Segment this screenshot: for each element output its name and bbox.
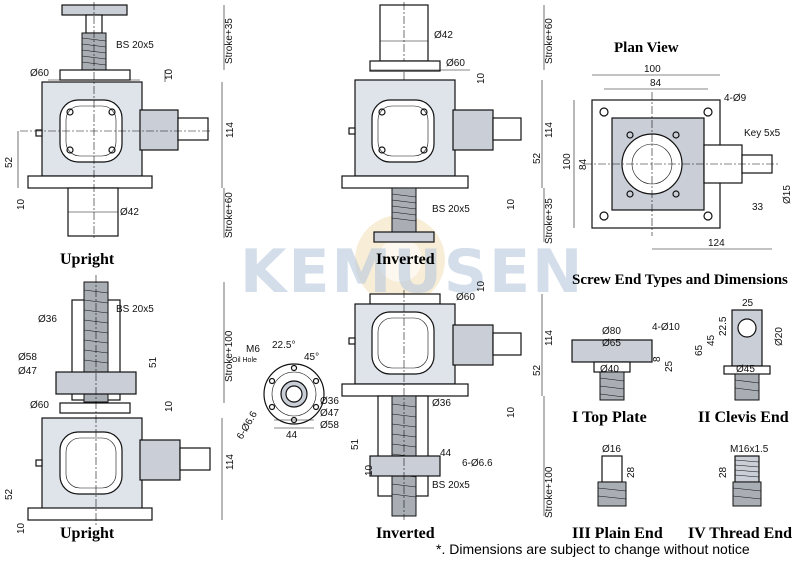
nut-d2-label: Ø47 xyxy=(320,408,339,419)
top-plate-holes-label: 4-Ø10 xyxy=(652,322,680,333)
thread-label: M16x1.5 xyxy=(730,444,769,455)
plain-caption: III Plain End xyxy=(572,525,663,542)
upright-bottom-bore-label: Ø36 xyxy=(38,314,57,325)
inverted-bottom-gap-label: 10 xyxy=(476,280,487,292)
inverted-top-gap-label: 10 xyxy=(476,72,487,84)
plain-d-label: Ø16 xyxy=(602,444,621,455)
plan-key-len-label: 33 xyxy=(752,202,764,213)
plan-height-label: 100 xyxy=(562,153,573,170)
inverted-top-base-label: 10 xyxy=(506,198,517,210)
thread-h-label: 28 xyxy=(718,466,729,478)
upright-top-view: BS 20x5 Ø60 10 114 52 10 Ø42 Stroke+35 S… xyxy=(4,2,236,268)
plain-h-label: 28 xyxy=(626,466,637,478)
upright-top-base-label: 10 xyxy=(16,198,27,210)
inverted-bottom-holes-label: 6-Ø6.6 xyxy=(462,458,493,469)
screw-ends-title: Screw End Types and Dimensions xyxy=(572,272,788,288)
plan-inner-width-label: 84 xyxy=(650,78,662,89)
top-plate-d2-label: Ø65 xyxy=(602,338,621,349)
nut-hole-label: Oil Hole xyxy=(232,357,257,364)
plan-shaft-label: Ø15 xyxy=(782,185,793,204)
inverted-bottom-gap2-label: 10 xyxy=(364,464,375,476)
clevis-w-label: 25 xyxy=(742,298,754,309)
inverted-bottom-base-label: 10 xyxy=(506,406,517,418)
plan-width-label: 100 xyxy=(644,64,661,75)
inverted-bottom-h-label: 51 xyxy=(350,438,361,450)
inverted-top-stroke-bottom: Stroke+35 xyxy=(544,198,555,244)
nut-angle1-label: 22.5° xyxy=(272,340,295,351)
plan-total-label: 124 xyxy=(708,238,725,249)
inverted-top-stroke-top: Stroke+60 xyxy=(544,18,555,64)
nut-d3-label: Ø58 xyxy=(320,420,339,431)
inverted-bottom-flange-label: Ø60 xyxy=(456,292,475,303)
inverted-top-flange-label: Ø60 xyxy=(446,58,465,69)
top-plate-d3-label: Ø40 xyxy=(600,364,619,375)
upright-bottom-base-label: 10 xyxy=(16,522,27,534)
top-plate-h-label: 25 xyxy=(664,360,675,372)
top-plate-t-label: 8 xyxy=(652,356,663,362)
inverted-bottom-screw-label: BS 20x5 xyxy=(432,480,470,491)
upright-bottom-d1-label: Ø58 xyxy=(18,352,37,363)
upright-bottom-view: Ø36 BS 20x5 Ø58 Ø47 51 Ø60 10 114 52 10 … xyxy=(4,275,236,542)
clevis-d2-label: Ø45 xyxy=(736,364,755,375)
plan-inner-height-label: 84 xyxy=(578,158,589,170)
plan-view: Plan View 100 84 4-Ø9 Key 5x5 100 84 33 … xyxy=(562,40,793,250)
upright-top-stroke-top: Stroke+35 xyxy=(224,18,235,64)
inverted-top-shaft-label: Ø42 xyxy=(434,30,453,41)
upright-bottom-stroke-label: Stroke+100 xyxy=(224,330,235,382)
upright-bottom-flange-label: Ø60 xyxy=(30,400,49,411)
upright-top-gap-label: 10 xyxy=(164,68,175,80)
upright-top-screw-label: BS 20x5 xyxy=(116,40,154,51)
inverted-top-caption: Inverted xyxy=(376,251,435,268)
inverted-bottom-caption: Inverted xyxy=(376,525,435,542)
upright-bottom-h-label: 51 xyxy=(148,356,159,368)
plan-view-title: Plan View xyxy=(614,40,679,56)
plan-holes-label: 4-Ø9 xyxy=(724,93,747,104)
nut-angle2-label: 45° xyxy=(304,352,319,363)
inverted-top-offset-label: 52 xyxy=(532,152,543,164)
footnote: *. Dimensions are subject to change with… xyxy=(436,541,750,557)
upright-top-height-label: 114 xyxy=(225,122,236,138)
inverted-bottom-view: 10 Ø60 114 52 10 Ø36 51 44 6-Ø6.6 BS 20x… xyxy=(341,280,555,542)
nut-width-label: 44 xyxy=(286,430,298,441)
upright-top-caption: Upright xyxy=(60,251,115,268)
upright-top-offset-label: 52 xyxy=(4,156,15,168)
top-plate-caption: I Top Plate xyxy=(572,409,647,426)
inverted-bottom-width-label: 44 xyxy=(440,448,452,459)
clevis-d1-label: Ø20 xyxy=(774,327,785,346)
clevis-h1-label: 65 xyxy=(694,344,705,356)
upright-bottom-screw-label: BS 20x5 xyxy=(116,304,154,315)
thread-end: M16x1.5 28 IV Thread End xyxy=(688,444,792,542)
nut-holes-label: 6-Ø6.6 xyxy=(235,409,260,441)
upright-bottom-d2-label: Ø47 xyxy=(18,366,37,377)
clevis-caption: II Clevis End xyxy=(698,409,789,426)
inverted-top-height-label: 114 xyxy=(544,122,555,138)
upright-top-shaft-label: Ø42 xyxy=(120,207,139,218)
nut-detail-view: M6 Oil Hole 22.5° 45° 6-Ø6.6 44 Ø36 Ø47 … xyxy=(232,340,339,442)
upright-bottom-height-label: 114 xyxy=(225,454,236,470)
plain-end: Ø16 28 III Plain End xyxy=(572,444,663,542)
upright-top-stroke-bottom: Stroke+60 xyxy=(224,192,235,238)
clevis-end: 25 65 45 22.5 Ø20 Ø45 II Clevis End xyxy=(694,298,789,426)
upright-bottom-gap-label: 10 xyxy=(164,400,175,412)
clevis-h3-label: 22.5 xyxy=(718,316,729,336)
inverted-bottom-bore-label: Ø36 xyxy=(432,398,451,409)
thread-caption: IV Thread End xyxy=(688,525,792,542)
inverted-bottom-height-label: 114 xyxy=(544,330,555,346)
clevis-h2-label: 45 xyxy=(706,334,717,346)
inverted-bottom-offset-label: 52 xyxy=(532,364,543,376)
upright-bottom-caption: Upright xyxy=(60,525,115,542)
nut-thread-label: M6 xyxy=(246,344,260,355)
inverted-top-view: Ø42 Ø60 10 114 52 10 BS 20x5 Stroke+60 S… xyxy=(341,2,555,268)
top-plate-end: Ø80 Ø65 4-Ø10 8 25 Ø40 I Top Plate xyxy=(571,322,680,426)
plan-key-label: Key 5x5 xyxy=(744,128,781,139)
inverted-top-screw-label: BS 20x5 xyxy=(432,204,470,215)
upright-top-flange-label: Ø60 xyxy=(30,68,49,79)
inverted-bottom-stroke-label: Stroke+100 xyxy=(544,466,555,518)
top-plate-d1-label: Ø80 xyxy=(602,326,621,337)
nut-d1-label: Ø36 xyxy=(320,396,339,407)
upright-bottom-offset-label: 52 xyxy=(4,488,15,500)
